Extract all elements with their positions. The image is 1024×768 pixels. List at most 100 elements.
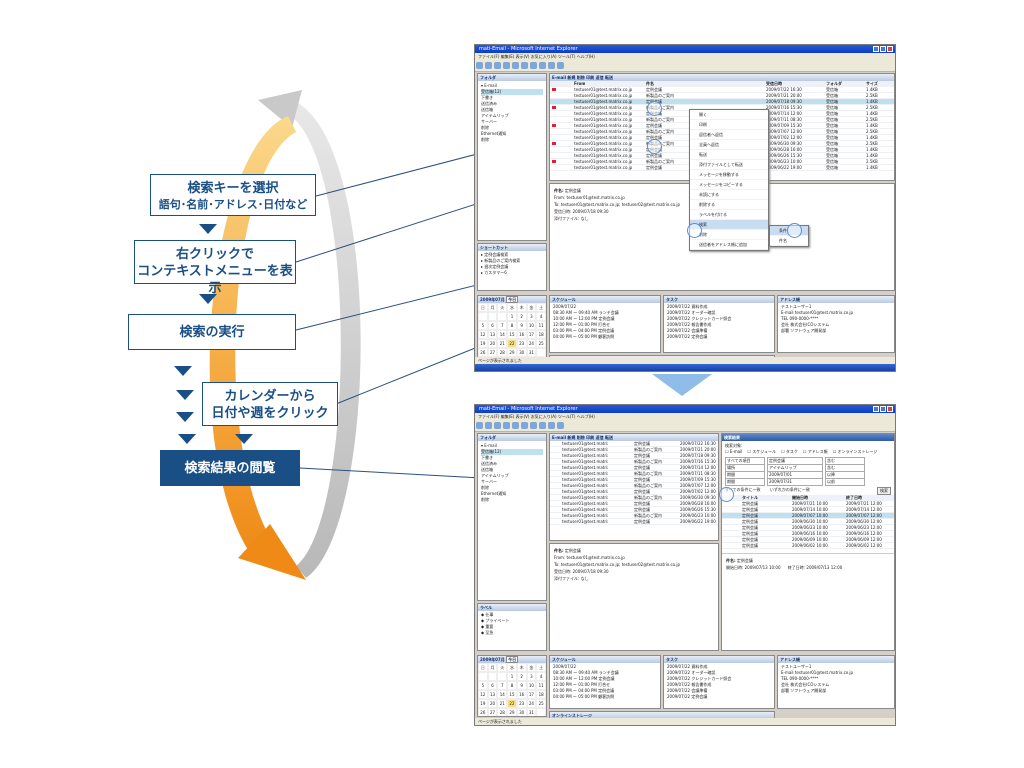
task-item[interactable]: 2009/07/22 クレジットカード照会 — [667, 676, 732, 681]
mail-icon[interactable] — [548, 422, 555, 429]
calendar-day[interactable]: 15 — [507, 330, 517, 339]
calendar-day[interactable]: 13 — [487, 330, 498, 339]
maximize-button[interactable] — [880, 406, 886, 412]
calendar-day[interactable]: 20 — [487, 339, 498, 348]
calendar-day[interactable]: 6 — [487, 321, 498, 330]
calendar-day[interactable]: 21 — [497, 699, 508, 708]
folder-item[interactable]: 送信箱 — [481, 107, 493, 112]
folder-item[interactable]: サーバー — [481, 119, 497, 124]
mail-row[interactable]: testuser01@test.matrix.co.jp新製品のご案内2009/… — [550, 459, 718, 465]
calendar-day[interactable]: 4 — [536, 672, 546, 681]
calendar-day[interactable]: 19 — [478, 339, 488, 348]
print-icon[interactable] — [557, 62, 564, 69]
calendar-day[interactable]: 5 — [478, 681, 488, 690]
calendar-day[interactable]: 29 — [507, 708, 517, 716]
match-any-option[interactable]: いずれかの条件に一致 — [769, 487, 810, 492]
menu-bar[interactable]: ファイル(F) 編集(E) 表示(V) お気に入り(A) ツール(T) ヘルプ(… — [475, 53, 895, 60]
search-target-checkbox[interactable]: ☐ タスク — [780, 449, 798, 454]
mail-icon[interactable] — [548, 62, 555, 69]
calendar-today-button[interactable]: 今日 — [506, 656, 519, 663]
contact-name[interactable]: テストユーザー1 — [781, 664, 812, 669]
calendar-day[interactable]: 4 — [536, 312, 546, 321]
search-target-checkbox[interactable]: ☐ E-mail — [725, 449, 743, 454]
home-icon[interactable] — [512, 62, 519, 69]
column-from[interactable]: From — [574, 81, 586, 86]
folder-item[interactable]: ▾ E-mail — [481, 83, 497, 88]
context-menu-item[interactable]: 転送 — [690, 150, 768, 160]
context-menu-item[interactable]: 開く — [690, 110, 768, 120]
schedule-item[interactable]: 03:00 PM ー 04:00 PM 定例会議 — [553, 328, 615, 333]
context-menu-item[interactable]: 削除 — [690, 230, 768, 240]
calendar-day[interactable]: 13 — [487, 690, 498, 699]
task-item[interactable]: 2009/07/22 オーダー確認 — [667, 670, 716, 675]
schedule-item[interactable]: 04:00 PM ー 05:00 PM 顧客訪問 — [553, 694, 615, 699]
calendar-day[interactable]: 14 — [497, 330, 508, 339]
task-item[interactable]: 2009/07/22 報告書作成 — [667, 682, 712, 687]
label-item[interactable]: ◆ プライベート — [481, 618, 510, 623]
search-target-checkbox[interactable]: ☐ アドレス帳 — [802, 449, 828, 454]
calendar-day[interactable]: 10 — [526, 681, 537, 690]
home-icon[interactable] — [512, 422, 519, 429]
favorites-icon[interactable] — [530, 422, 537, 429]
column-end[interactable]: 終了日時 — [846, 495, 862, 500]
mail-row[interactable]: testuser01@test.matrix.co.jp新製品のご案内2009/… — [550, 483, 718, 489]
folder-item[interactable]: 送信済み — [481, 461, 497, 466]
mail-row[interactable]: testuser01@test.matrix.co.jp新製品のご案内2009/… — [550, 513, 718, 519]
schedule-item[interactable]: 08:30 AM ー 09:40 AM ランチ会議 — [553, 670, 619, 675]
mail-row[interactable]: testuser01@test.matrix.co.jp新製品のご案内2009/… — [550, 447, 718, 453]
context-menu-item[interactable]: 全員へ返信 — [690, 140, 768, 150]
calendar-day[interactable]: 24 — [526, 699, 537, 708]
context-menu-item[interactable]: 削除する — [690, 200, 768, 210]
calendar-day[interactable]: 18 — [536, 330, 546, 339]
label-item[interactable]: ◆ 仕事 — [481, 612, 494, 617]
task-item[interactable]: 2009/07/22 定例会議 — [667, 334, 708, 339]
calendar-day[interactable]: 20 — [487, 699, 498, 708]
schedule-item[interactable]: 10:00 AM ー 12:00 PM 定例会議 — [553, 316, 615, 321]
calendar-day[interactable]: 1 — [507, 672, 517, 681]
calendar-day[interactable]: 17 — [526, 690, 537, 699]
folder-item[interactable]: 送信済み — [481, 101, 497, 106]
refresh-icon[interactable] — [503, 422, 510, 429]
favorites-icon[interactable] — [530, 62, 537, 69]
calendar-day[interactable]: 24 — [526, 339, 537, 348]
mail-toolbar[interactable]: E-mail 新規 削除 印刷 返信 転送 — [550, 434, 718, 441]
mail-row[interactable]: testuser01@test.matrix.co.jp定例会議2009/07/… — [550, 453, 718, 459]
label-item[interactable]: ◆ 重要 — [481, 624, 494, 629]
maximize-button[interactable] — [880, 46, 886, 52]
search-icon[interactable] — [521, 422, 528, 429]
back-icon[interactable] — [476, 422, 483, 429]
folder-item[interactable]: 削除 — [481, 125, 489, 130]
calendar-day[interactable]: 30 — [516, 348, 527, 357]
calendar-day[interactable]: 29 — [507, 348, 517, 357]
task-item[interactable]: 2009/07/22 定例会議 — [667, 694, 708, 699]
context-menu-item[interactable]: メッセージをコピーする — [690, 180, 768, 190]
calendar-day[interactable]: 22 — [507, 339, 517, 348]
mail-row[interactable]: testuser01@test.matrix.co.jp定例会議2009/06/… — [550, 507, 718, 513]
search-target-checkbox[interactable]: ☐ スケジュール — [747, 449, 776, 454]
folder-item[interactable]: 下書き — [481, 455, 493, 460]
condition-operator[interactable]: 以前 — [825, 478, 865, 486]
forward-icon[interactable] — [485, 62, 492, 69]
calendar-day[interactable]: 16 — [516, 330, 527, 339]
match-all-option[interactable]: すべての条件に一致 — [725, 487, 761, 492]
mail-toolbar[interactable]: E-mail 新規 削除 印刷 返信 転送 — [550, 74, 894, 81]
condition-value[interactable]: 2009/07/31 — [767, 478, 823, 486]
calendar-day[interactable]: 16 — [516, 690, 527, 699]
contact-name[interactable]: テストユーザー1 — [781, 304, 812, 309]
calendar-day[interactable]: 9 — [516, 321, 527, 330]
calendar-day[interactable]: 26 — [478, 708, 488, 716]
folder-item[interactable]: Ethernet通知 — [481, 131, 507, 136]
mail-row[interactable]: testuser01@test.matrix.co.jp定例会議2009/07/… — [550, 465, 718, 471]
schedule-item[interactable]: 12:00 PM ー 01:00 PM 打合せ — [553, 682, 611, 687]
calendar-day[interactable]: 11 — [536, 321, 546, 330]
calendar-day[interactable]: 14 — [497, 690, 508, 699]
mail-row[interactable]: testuser01@test.matrix.co.jp定例会議2009/06/… — [550, 501, 718, 507]
back-icon[interactable] — [476, 62, 483, 69]
calendar-day[interactable]: 12 — [478, 690, 488, 699]
